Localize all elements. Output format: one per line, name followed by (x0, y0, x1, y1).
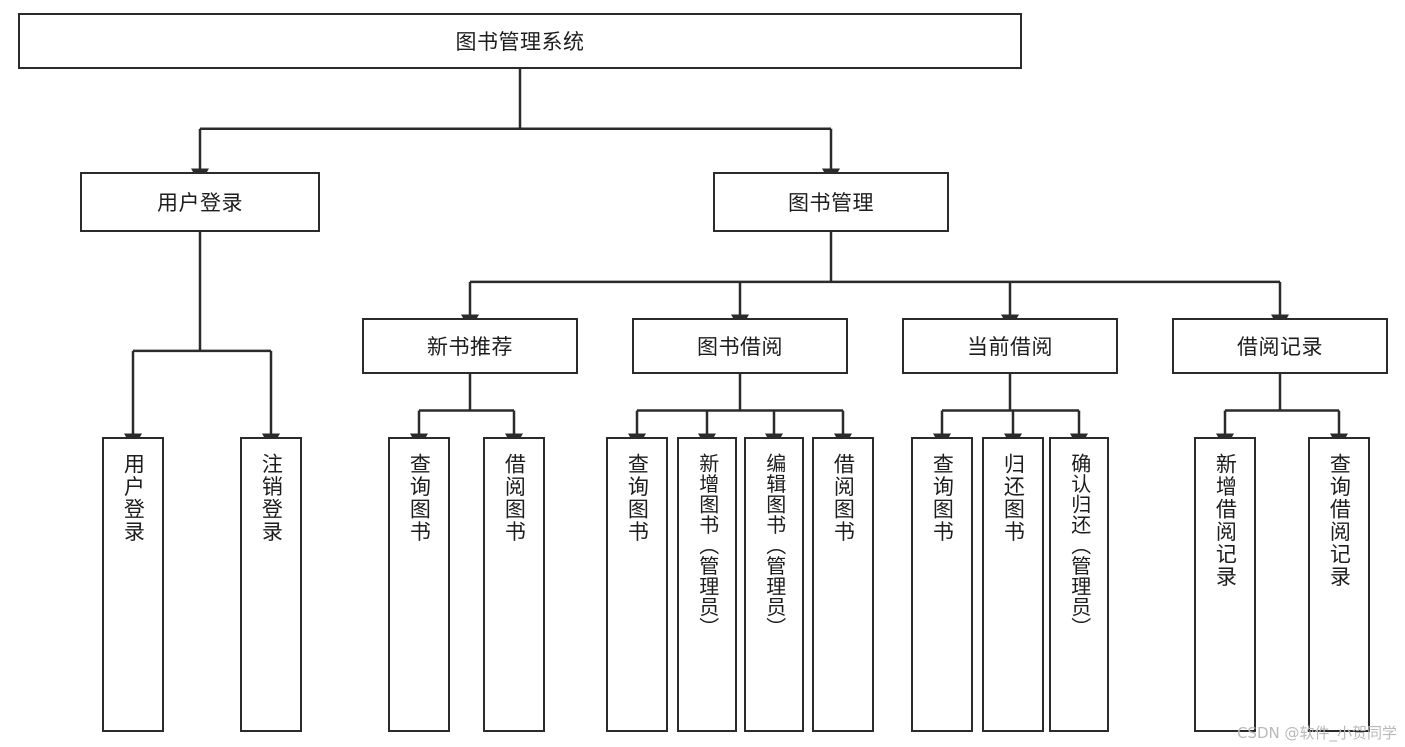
node-label: 借阅图书 (831, 453, 856, 543)
node-label: 查询借阅记录 (1327, 453, 1352, 588)
node-leaf-user-login[interactable]: 用户登录 (102, 437, 164, 732)
node-leaf-query-book-2[interactable]: 查询图书 (606, 437, 668, 732)
node-label: 编辑图书（管理员） (762, 453, 787, 638)
node-label: 归还图书 (1001, 453, 1026, 543)
node-label: 新增图书（管理员） (695, 453, 720, 638)
node-label: 查询图书 (625, 453, 650, 543)
node-label: 查询图书 (407, 453, 432, 543)
node-leaf-borrow-book-1[interactable]: 借阅图书 (483, 437, 545, 732)
node-leaf-query-book-3[interactable]: 查询图书 (911, 437, 973, 732)
node-new-book-rec[interactable]: 新书推荐 (362, 318, 578, 374)
node-root[interactable]: 图书管理系统 (18, 13, 1022, 69)
node-label: 查询图书 (930, 453, 955, 543)
node-leaf-return-book[interactable]: 归还图书 (982, 437, 1044, 732)
node-label: 图书管理系统 (455, 30, 585, 54)
node-label: 新书推荐 (427, 335, 513, 359)
node-label: 当前借阅 (967, 335, 1053, 359)
node-label: 借阅记录 (1237, 335, 1323, 359)
node-leaf-edit-book[interactable]: 编辑图书（管理员） (744, 437, 804, 732)
node-label: 图书管理 (788, 191, 874, 215)
node-label: 用户登录 (157, 191, 243, 215)
node-book-borrow[interactable]: 图书借阅 (632, 318, 848, 374)
node-label: 图书借阅 (697, 335, 783, 359)
node-label: 新增借阅记录 (1213, 453, 1238, 588)
node-label: 确认归还（管理员） (1067, 453, 1092, 638)
node-leaf-logout[interactable]: 注销登录 (240, 437, 302, 732)
node-leaf-add-book[interactable]: 新增图书（管理员） (677, 437, 737, 732)
node-leaf-add-record[interactable]: 新增借阅记录 (1194, 437, 1256, 732)
node-leaf-query-record[interactable]: 查询借阅记录 (1308, 437, 1370, 732)
node-leaf-borrow-book-2[interactable]: 借阅图书 (812, 437, 874, 732)
node-user-login[interactable]: 用户登录 (80, 172, 320, 232)
node-leaf-confirm-return[interactable]: 确认归还（管理员） (1049, 437, 1109, 732)
node-borrow-record[interactable]: 借阅记录 (1172, 318, 1388, 374)
node-label: 借阅图书 (502, 453, 527, 543)
node-label: 注销登录 (259, 453, 284, 543)
node-book-manage[interactable]: 图书管理 (713, 172, 949, 232)
node-label: 用户登录 (121, 453, 146, 543)
node-current-borrow[interactable]: 当前借阅 (902, 318, 1118, 374)
node-leaf-query-book-1[interactable]: 查询图书 (388, 437, 450, 732)
